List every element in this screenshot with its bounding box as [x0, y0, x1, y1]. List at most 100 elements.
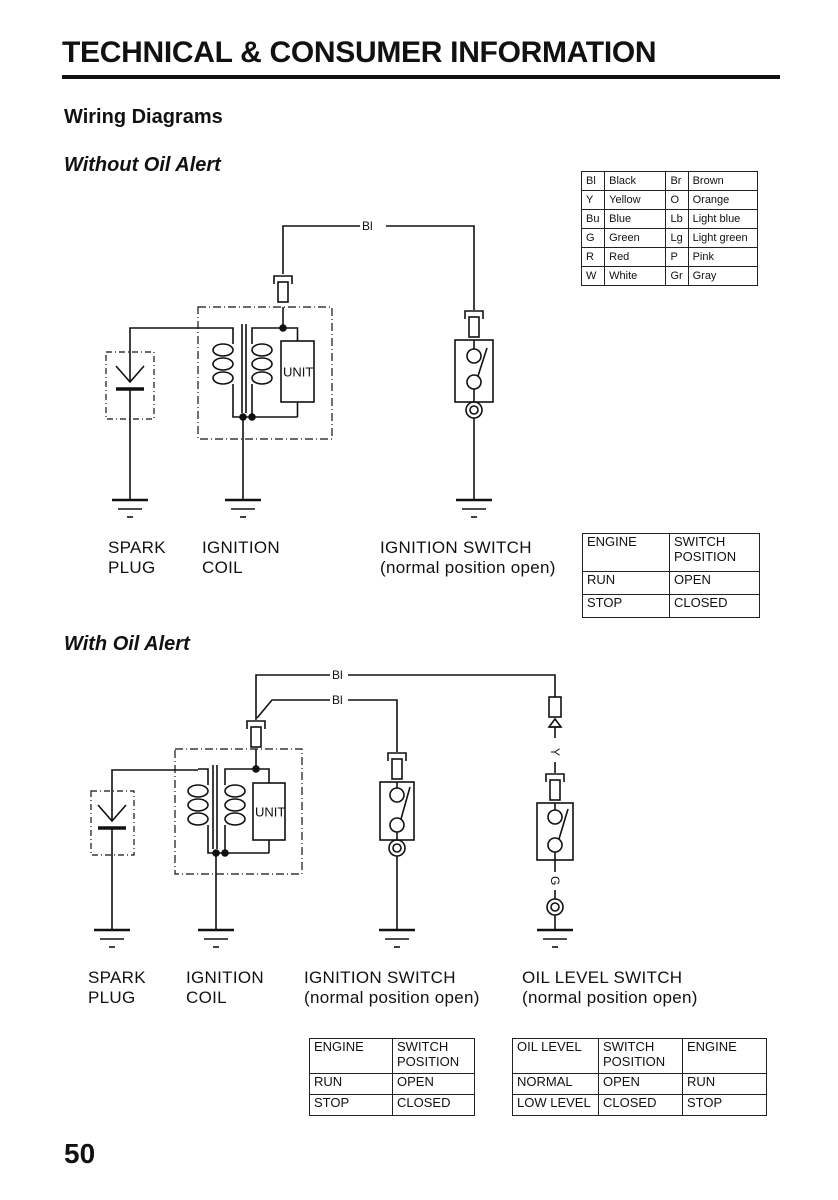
switch-contact [547, 837, 563, 853]
connector-body [468, 316, 480, 338]
terminal-ring [392, 843, 402, 853]
secondary-winding [251, 371, 273, 385]
secondary-winding [251, 357, 273, 371]
ignition-coil-icon: UNIT [197, 306, 333, 500]
primary-winding [187, 784, 209, 798]
ground-symbol [456, 498, 492, 518]
ground-symbol [379, 928, 415, 948]
color-name: Red [604, 247, 667, 267]
secondary-winding [224, 784, 246, 798]
terminal-ring [469, 405, 479, 415]
oil-level-switch-icon: YG [547, 696, 563, 930]
wire [282, 225, 475, 310]
fuse-icon [548, 696, 562, 718]
wire [255, 674, 556, 720]
wire-label-g: G [548, 876, 562, 885]
wire-label-y: Y [548, 748, 562, 756]
connector-cap [545, 773, 565, 782]
ground-symbol [225, 498, 261, 518]
spark-plug-icon [90, 769, 198, 930]
connector-cap [273, 275, 293, 284]
connector-cap [246, 720, 266, 729]
wire-label-bl-switch: Bl [332, 693, 343, 707]
unit-box [280, 340, 315, 403]
switch-contact [389, 817, 405, 833]
connector-icon [545, 773, 565, 801]
switch-contact [547, 809, 563, 825]
label-oil-level-switch: OIL LEVEL SWITCH(normal position open) [522, 968, 698, 1007]
wire [129, 327, 223, 382]
wire-label-bl: Bl [362, 219, 373, 233]
primary-winding [187, 812, 209, 826]
junction-dot [221, 849, 229, 857]
terminal-ring-icon [465, 401, 483, 419]
ground-symbol [537, 928, 573, 948]
connector-cap [464, 310, 484, 319]
connector-icon [273, 275, 293, 303]
heading-with-oil-alert: With Oil Alert [64, 633, 190, 655]
label-ignition-switch-2: IGNITION SWITCH(normal position open) [304, 968, 480, 1007]
unit-box [252, 782, 286, 841]
ignition-switch-icon [454, 339, 494, 403]
unit-label: UNIT [283, 365, 313, 380]
label-ignition-switch-1: IGNITION SWITCH(normal position open) [380, 538, 556, 577]
ground-symbol [112, 498, 148, 518]
switch-contact [466, 374, 482, 390]
switch-lever [558, 808, 569, 840]
spark-plug-housing [90, 790, 135, 856]
secondary-winding [251, 343, 273, 357]
connector-body [391, 758, 403, 780]
ground-symbol [198, 928, 234, 948]
terminal-ring [546, 898, 564, 916]
connector-body [250, 726, 262, 748]
diagram-without-oil-alert [282, 225, 475, 310]
wire [198, 768, 269, 854]
section-title: Wiring Diagrams [64, 106, 223, 128]
heading-without-oil-alert: Without Oil Alert [64, 154, 221, 176]
wire-label-bl-top: Bl [332, 668, 343, 682]
switch-lever [477, 347, 488, 377]
primary-winding [212, 357, 234, 371]
wire [256, 699, 398, 752]
connector-cap [387, 752, 407, 761]
terminal-ring-icon [546, 898, 564, 916]
wire [111, 769, 198, 821]
color-abbrev: Gr [665, 266, 689, 286]
junction-dot [248, 413, 256, 421]
terminal-ring-icon [388, 839, 406, 857]
arrow-connector-icon [547, 717, 563, 728]
wire [251, 327, 299, 344]
wire [224, 768, 270, 785]
primary-winding [212, 371, 234, 385]
color-name: Light blue [687, 209, 759, 229]
coil-housing [197, 306, 333, 440]
secondary-winding [224, 798, 246, 812]
color-name: Brown [687, 171, 759, 191]
switch-contact [466, 348, 482, 364]
coil-housing [174, 748, 303, 875]
connector-body [277, 281, 289, 303]
secondary-winding [224, 812, 246, 826]
color-name: Pink [687, 247, 759, 267]
connector-icon [246, 720, 266, 748]
ground-symbol [94, 928, 130, 948]
primary-winding [187, 798, 209, 812]
switch-contact [389, 787, 405, 803]
wire [223, 327, 298, 418]
page-number: 50 [64, 1138, 96, 1169]
connector-icon [464, 310, 484, 338]
ignition-coil-icon: UNIT [174, 748, 303, 930]
terminal-ring [388, 839, 406, 857]
